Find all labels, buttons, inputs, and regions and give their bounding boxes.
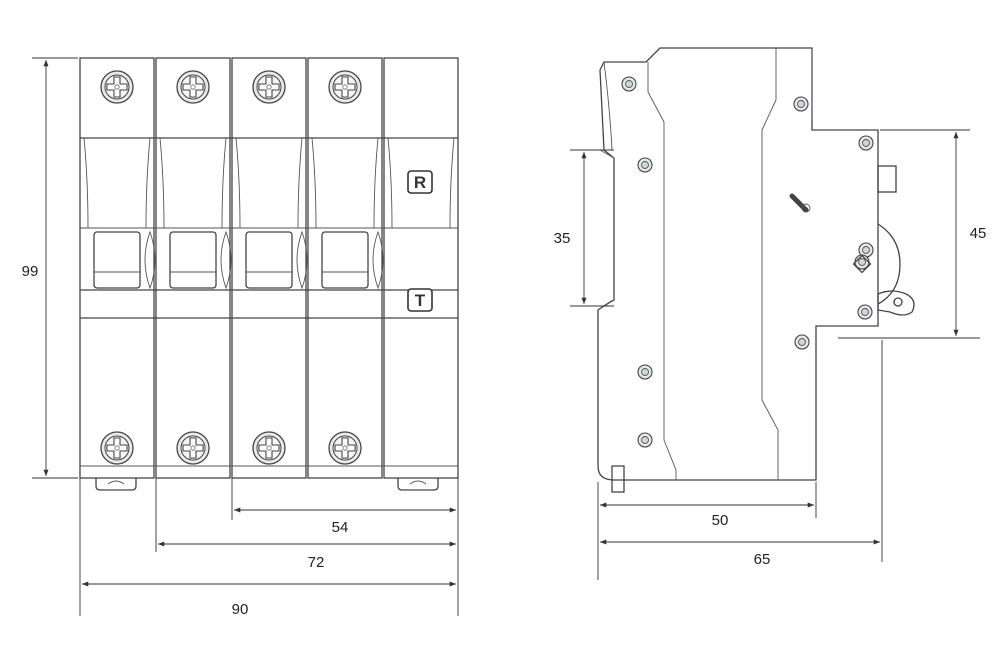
test-button: T <box>407 288 433 312</box>
front-module-residual <box>383 57 459 479</box>
top-terminal-screws <box>100 70 362 104</box>
front-pole-1 <box>79 57 155 479</box>
side-din-clip <box>611 465 625 493</box>
side-rivets <box>621 76 874 448</box>
toggle-handles <box>93 230 384 290</box>
side-body-outline <box>597 47 879 481</box>
dimension-width-90: 90 <box>79 478 459 618</box>
dimension-label-50: 50 <box>712 512 729 529</box>
din-clips <box>95 478 439 491</box>
dimension-label-72: 72 <box>308 554 325 571</box>
dimension-label-45: 45 <box>970 225 987 242</box>
front-view: R T 99 54 72 <box>22 57 459 618</box>
dimension-width-72: 72 <box>155 478 456 571</box>
dimension-height-99: 99 <box>22 57 78 479</box>
dimension-label-35: 35 <box>554 230 571 247</box>
dimension-label-54: 54 <box>332 519 349 536</box>
dimension-rail-35: 35 <box>554 149 614 307</box>
dimension-width-54: 54 <box>231 478 456 536</box>
side-view: 35 45 50 65 <box>554 47 987 580</box>
dimension-depth-65: 65 <box>600 340 883 568</box>
dimension-height-45: 45 <box>838 129 987 339</box>
front-pole-2 <box>155 57 231 479</box>
bottom-terminal-screws <box>100 431 362 465</box>
dimension-label-90: 90 <box>232 601 249 618</box>
dimension-depth-50: 50 <box>597 482 817 580</box>
dimension-label-99: 99 <box>22 263 39 280</box>
indicator-r-box: R <box>407 170 433 194</box>
side-slot <box>789 193 872 274</box>
front-pole-3 <box>231 57 307 479</box>
indicator-t-label: T <box>415 291 426 310</box>
front-pole-4 <box>307 57 383 479</box>
indicator-r-label: R <box>414 173 426 192</box>
dimension-label-65: 65 <box>754 551 771 568</box>
side-knob <box>877 165 915 316</box>
